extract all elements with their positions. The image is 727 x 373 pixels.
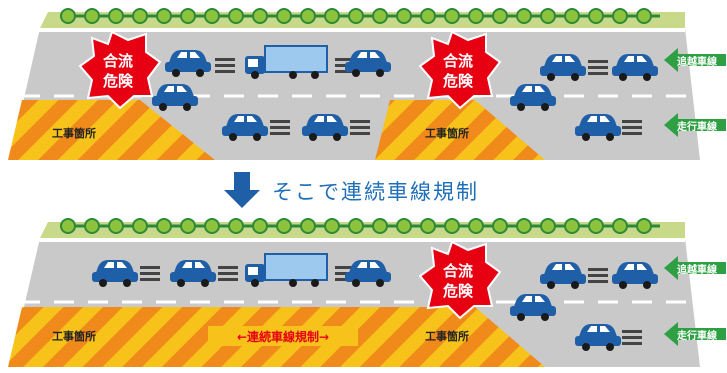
tree-icon (204, 8, 220, 24)
passing-lane-label: 追越車線 (677, 55, 717, 68)
tree-icon (468, 8, 484, 24)
speedlines-icon (270, 120, 290, 135)
top-work-zone-right (375, 100, 545, 160)
badge-line1: 合流 (102, 52, 133, 70)
tree-icon (444, 218, 460, 234)
tree-icon (348, 218, 364, 234)
tree-icon (300, 218, 316, 234)
work-zone-label: 工事箇所 (425, 329, 469, 343)
tree-icon (252, 8, 268, 24)
tree-icon (84, 218, 100, 234)
tree-icon (228, 8, 244, 24)
tree-icon (324, 218, 340, 234)
tree-icon (636, 8, 652, 24)
tree-icon (468, 218, 484, 234)
tree-icon (204, 218, 220, 234)
tree-icon (564, 8, 580, 24)
driving-lane-label: 走行車線 (676, 329, 717, 342)
work-zone-label: 工事箇所 (425, 126, 469, 140)
badge-line2: 危険 (443, 72, 474, 90)
tree-icon (300, 8, 316, 24)
continuous-regulation-label: ←連続車線規制→ (237, 329, 329, 344)
merge-danger-badge: 合流 危険 (78, 30, 162, 110)
speedlines-icon (140, 266, 160, 281)
tree-icon (612, 8, 628, 24)
tree-icon (396, 8, 412, 24)
tree-icon (420, 218, 436, 234)
tree-icon (108, 218, 124, 234)
tree-icon (180, 8, 196, 24)
tree-icon (156, 218, 172, 234)
caption: そこで連続車線規制 (272, 180, 479, 204)
speedlines-icon (622, 330, 642, 345)
tree-icon (516, 218, 532, 234)
tree-icon (540, 8, 556, 24)
tree-icon (60, 8, 76, 24)
badge-line2: 危険 (443, 282, 474, 300)
tree-icon (588, 8, 604, 24)
work-zone-label: 工事箇所 (52, 329, 96, 343)
speedlines-icon (218, 266, 238, 281)
tree-icon (516, 8, 532, 24)
tree-icon (180, 218, 196, 234)
bottom-road-diagram: 合流 危険 工事箇所 ←連続車線規制→ 工事箇所 追越車線 走行車線 (8, 218, 726, 367)
tree-icon (324, 8, 340, 24)
tree-icon (108, 8, 124, 24)
tree-icon (84, 8, 100, 24)
tree-icon (156, 8, 172, 24)
top-scene: 合流 危険 合流 危険 工事箇所 工事箇所 追越車線 走行車線 (0, 0, 727, 170)
tree-icon (132, 218, 148, 234)
tree-icon (372, 8, 388, 24)
merge-danger-badge: 合流 危険 (418, 240, 502, 320)
tree-icon (228, 218, 244, 234)
tree-icon (636, 218, 652, 234)
badge-line2: 危険 (103, 72, 134, 90)
driving-lane-label: 走行車線 (676, 120, 717, 133)
tree-icon (276, 218, 292, 234)
tree-icon (540, 218, 556, 234)
speedlines-icon (622, 120, 642, 135)
tree-icon (372, 218, 388, 234)
tree-icon (492, 218, 508, 234)
passing-lane-label: 追越車線 (677, 263, 717, 276)
tree-icon (276, 8, 292, 24)
tree-icon (492, 8, 508, 24)
work-zone-label: 工事箇所 (52, 126, 96, 140)
top-work-zone-left (8, 100, 215, 160)
tree-icon (60, 218, 76, 234)
regulation-label-bg (208, 326, 358, 346)
tree-icon (588, 218, 604, 234)
tree-icon (396, 218, 412, 234)
tree-icon (444, 8, 460, 24)
bottom-scene: 合流 危険 工事箇所 ←連続車線規制→ 工事箇所 追越車線 走行車線 (0, 212, 727, 369)
speedlines-icon (350, 120, 370, 135)
tree-icon (252, 218, 268, 234)
badge-line1: 合流 (442, 52, 473, 70)
merge-danger-badge: 合流 危険 (418, 30, 502, 110)
top-road-diagram: 合流 危険 合流 危険 工事箇所 工事箇所 追越車線 走行車線 (8, 8, 726, 160)
speedlines-icon (588, 60, 608, 75)
transition-row: そこで連続車線規制 (0, 170, 727, 212)
tree-icon (564, 218, 580, 234)
tree-icon (612, 218, 628, 234)
tree-icon (348, 8, 364, 24)
speedlines-icon (588, 268, 608, 283)
down-arrow-icon (224, 172, 260, 208)
tree-icon (420, 8, 436, 24)
badge-line1: 合流 (442, 262, 473, 280)
speedlines-icon (215, 58, 235, 73)
tree-icon (132, 8, 148, 24)
